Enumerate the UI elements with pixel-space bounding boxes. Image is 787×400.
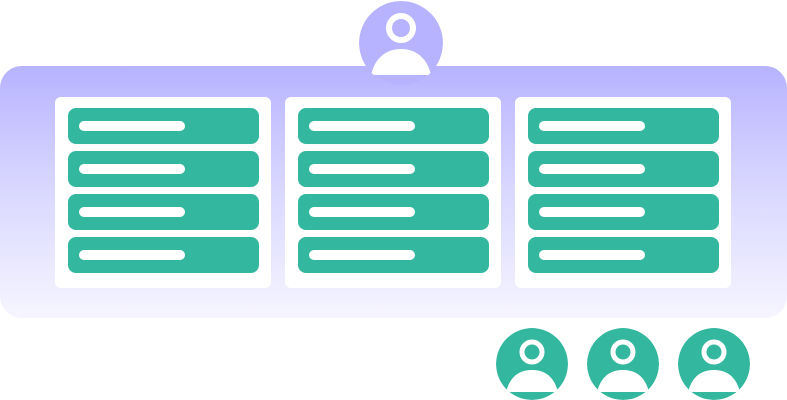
- member-avatar-2: [587, 328, 659, 400]
- user-avatar-icon: [496, 328, 568, 400]
- board-column-3: [515, 97, 731, 288]
- placeholder-text-bar: [309, 207, 415, 217]
- placeholder-text-bar: [79, 250, 185, 260]
- user-avatar-icon: [678, 328, 750, 400]
- board-column-2: [285, 97, 501, 288]
- placeholder-text-bar: [539, 121, 645, 131]
- user-avatar-icon: [587, 328, 659, 400]
- list-item: [298, 151, 489, 187]
- list-item: [68, 237, 259, 273]
- list-item: [298, 108, 489, 144]
- member-avatar-3: [678, 328, 750, 400]
- placeholder-text-bar: [309, 164, 415, 174]
- host-avatar: [359, 1, 443, 85]
- placeholder-text-bar: [79, 121, 185, 131]
- board-column-1: [55, 97, 271, 288]
- list-item: [528, 151, 719, 187]
- list-item: [298, 194, 489, 230]
- placeholder-text-bar: [309, 250, 415, 260]
- placeholder-text-bar: [539, 164, 645, 174]
- list-item: [68, 194, 259, 230]
- list-item: [298, 237, 489, 273]
- placeholder-text-bar: [79, 164, 185, 174]
- placeholder-text-bar: [79, 207, 185, 217]
- placeholder-text-bar: [309, 121, 415, 131]
- placeholder-text-bar: [539, 207, 645, 217]
- list-item: [68, 151, 259, 187]
- list-item: [528, 108, 719, 144]
- member-avatar-1: [496, 328, 568, 400]
- user-avatar-icon: [359, 1, 443, 85]
- list-item: [528, 194, 719, 230]
- list-item: [528, 237, 719, 273]
- list-item: [68, 108, 259, 144]
- placeholder-text-bar: [539, 250, 645, 260]
